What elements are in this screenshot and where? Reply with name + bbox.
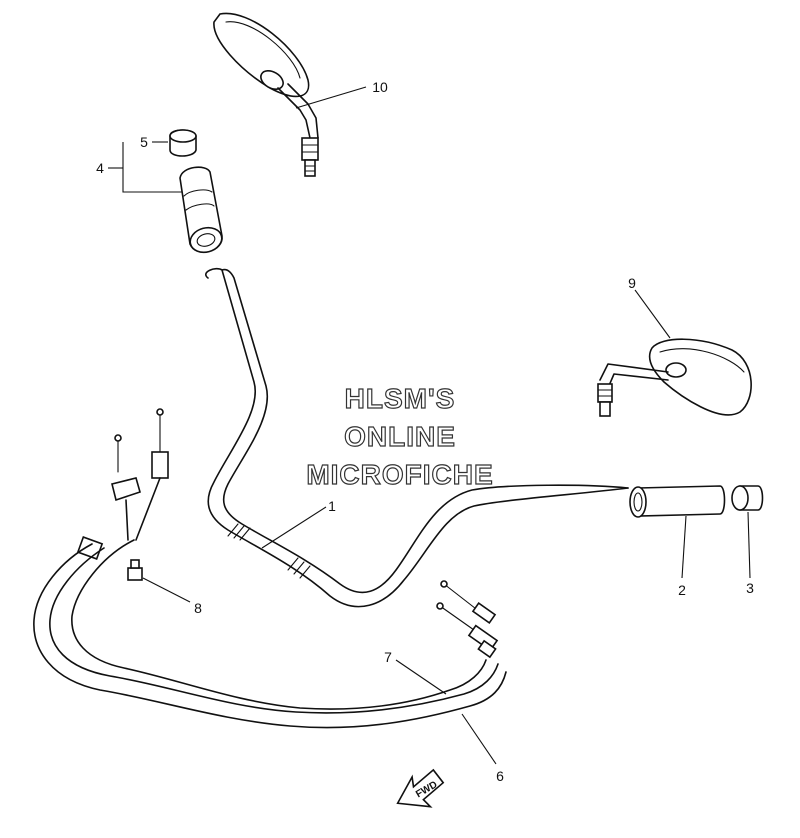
bolt bbox=[127, 559, 143, 581]
handlebar bbox=[205, 267, 629, 608]
watermark-line-2: ONLINE bbox=[344, 421, 456, 452]
right-grip bbox=[629, 485, 726, 518]
left-grip-end-cap bbox=[169, 129, 197, 157]
callout-numbers: 10 5 4 9 1 2 3 8 7 6 bbox=[96, 79, 754, 784]
callout-8: 8 bbox=[194, 600, 202, 616]
handlebar-knurling bbox=[227, 523, 311, 579]
callout-7: 7 bbox=[384, 649, 392, 665]
watermark-line-3: MICROFICHE bbox=[306, 459, 493, 490]
left-mirror bbox=[213, 12, 319, 177]
callout-9: 9 bbox=[628, 275, 636, 291]
watermark-line-1: HLSM'S bbox=[345, 383, 456, 414]
callout-4: 4 bbox=[96, 160, 104, 176]
callout-2: 2 bbox=[678, 582, 686, 598]
forward-direction-arrow: FWD bbox=[396, 768, 445, 808]
callout-1: 1 bbox=[328, 498, 336, 514]
throttle-cables bbox=[33, 408, 507, 729]
callout-6: 6 bbox=[496, 768, 504, 784]
callout-10: 10 bbox=[372, 79, 388, 95]
right-mirror bbox=[597, 338, 752, 417]
right-grip-end-cap bbox=[731, 485, 764, 511]
cable-bracket bbox=[111, 477, 141, 502]
callout-3: 3 bbox=[746, 580, 754, 596]
leader-lines bbox=[108, 86, 751, 765]
watermark: HLSM'S ONLINE MICROFICHE bbox=[306, 382, 494, 490]
callout-5: 5 bbox=[140, 134, 148, 150]
left-grip bbox=[179, 166, 223, 254]
